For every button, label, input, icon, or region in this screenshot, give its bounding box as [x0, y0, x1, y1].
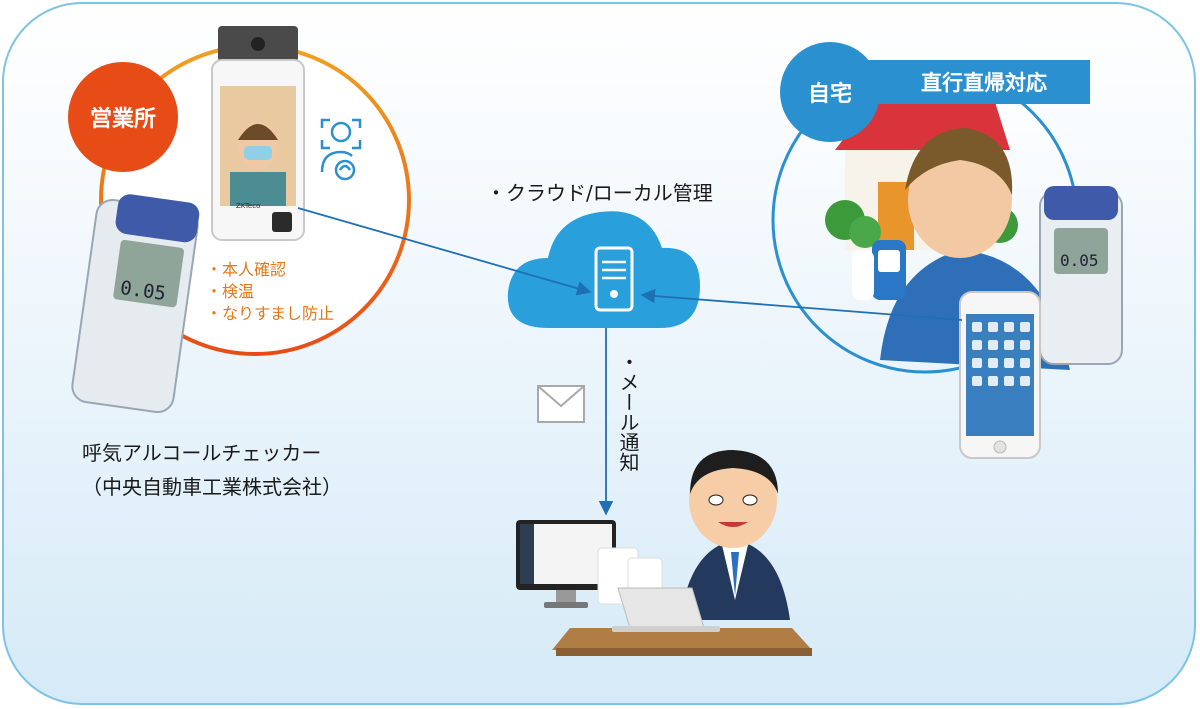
office-badge: 営業所 — [68, 62, 178, 172]
direct-commute-banner: 直行直帰対応 — [858, 60, 1090, 104]
feature-temperature-check: ・検温 — [206, 278, 254, 302]
alcohol-checker-home: 0.05 — [1040, 186, 1122, 364]
checker-name: 呼気アルコールチェッカー — [82, 436, 342, 470]
alcohol-checker-office: 0.05 — [70, 193, 201, 414]
mail-notification-label: ・メール通知 — [614, 352, 643, 472]
feature-identity-check: ・本人確認 — [206, 256, 286, 280]
smartphone — [960, 292, 1040, 458]
checker-maker: （中央自動車工業株式会社） — [82, 470, 342, 504]
terminal-brand: ZKTeco — [236, 202, 260, 210]
office-worker-illustration — [516, 450, 812, 656]
cloud-icon — [508, 211, 700, 328]
mail-envelope-icon — [538, 386, 584, 422]
svg-text:0.05: 0.05 — [1060, 251, 1099, 270]
cloud-management-label: ・クラウド/ローカル管理 — [486, 177, 713, 206]
feature-spoofing-prevention: ・なりすまし防止 — [206, 300, 334, 324]
checker-caption: 呼気アルコールチェッカー （中央自動車工業株式会社） — [82, 436, 342, 504]
face-recognition-terminal: ZKTeco — [212, 26, 304, 240]
home-badge: 自宅 — [780, 42, 880, 142]
